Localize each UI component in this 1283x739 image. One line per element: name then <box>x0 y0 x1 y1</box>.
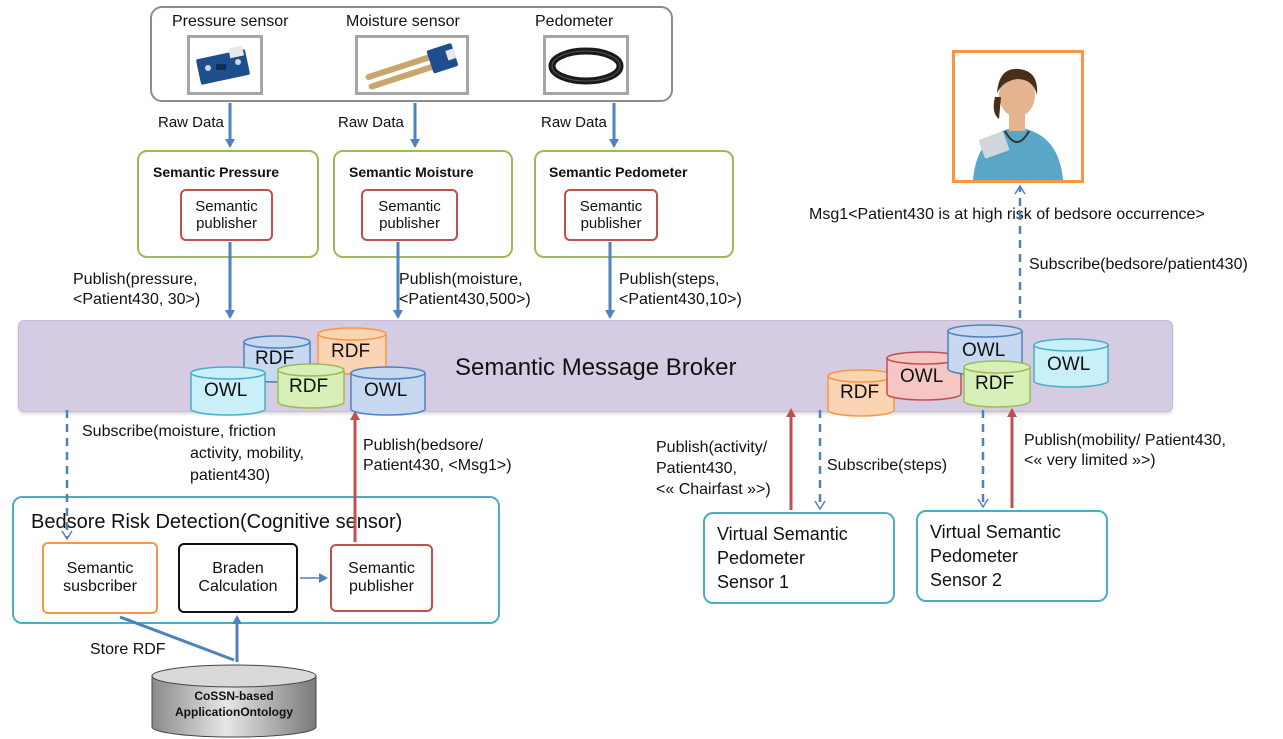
publish-moisture-line2: <Patient430,500>) <box>399 291 531 308</box>
rdf-label-2: RDF <box>331 341 371 362</box>
store-rdf-label: Store RDF <box>90 641 166 658</box>
raw-data-moisture: Raw Data <box>338 114 404 131</box>
doctor-image <box>952 50 1084 183</box>
doctor-message: Msg1<Patient430 is at high risk of bedso… <box>809 206 1205 223</box>
publish-bedsore-line1: Publish(bedsore/ <box>363 437 484 454</box>
subscribe-moisture-line3: patient430) <box>190 467 271 484</box>
publish-mobility-label: Publish(mobility/ Patient430, <« very li… <box>1024 431 1226 471</box>
publish-mobility-line1: Publish(mobility/ Patient430, <box>1024 432 1226 449</box>
publisher-line1: Semantic <box>378 198 441 215</box>
bedsore-module-title: Bedsore Risk Detection(Cognitive sensor) <box>31 511 403 533</box>
subscribe-moisture-label: Subscribe(moisture, friction <box>82 422 276 442</box>
owl-label-4: OWL <box>962 340 1006 361</box>
virtual-pedometer-sensor-1: Virtual Semantic Pedometer Sensor 1 <box>703 512 895 604</box>
doctor-icon <box>955 53 1081 180</box>
semantic-pressure-title: Semantic Pressure <box>153 164 280 180</box>
rdf-label-3: RDF <box>289 376 329 397</box>
publish-moisture-line1: Publish(moisture, <box>399 271 523 288</box>
publish-moisture-label: Publish(moisture, <Patient430,500>) <box>399 270 531 310</box>
raw-data-pressure: Raw Data <box>158 114 224 131</box>
raw-data-pedometer: Raw Data <box>541 114 607 131</box>
publish-mobility-line2: <« very limited »>) <box>1024 452 1156 469</box>
virtual2-line1: Virtual Semantic <box>930 522 1061 542</box>
semantic-pedometer-publisher: Semantic publisher <box>564 189 658 241</box>
subscriber-line2: susbcriber <box>63 578 137 595</box>
publish-pressure-line1: Publish(pressure, <box>73 271 198 288</box>
braden-line2: Calculation <box>198 578 278 595</box>
publisher-line1: Semantic <box>348 560 415 577</box>
ontology-line1: CoSSN-based <box>194 689 274 703</box>
semantic-publisher-box: Semantic publisher <box>330 544 433 612</box>
publish-activity-line3: <« Chairfast »>) <box>656 481 771 498</box>
wristband-icon <box>548 47 624 85</box>
subscribe-moisture-line2: activity, mobility, <box>190 445 305 462</box>
publisher-line1: Semantic <box>195 198 258 215</box>
rdf-label-5: RDF <box>975 373 1015 394</box>
pressure-sensor-image <box>187 35 263 95</box>
pedometer-label: Pedometer <box>535 13 614 30</box>
publisher-line2: publisher <box>379 215 440 232</box>
moisture-sensor-image <box>355 35 469 95</box>
publisher-line2: publisher <box>580 215 642 232</box>
rdf-label-4: RDF <box>840 382 880 403</box>
moisture-probe-icon <box>365 43 458 90</box>
virtual-pedometer-sensor-2: Virtual Semantic Pedometer Sensor 2 <box>916 510 1108 602</box>
publish-pressure-line2: <Patient430, 30>) <box>73 291 201 308</box>
publisher-line1: Semantic <box>579 198 643 215</box>
publish-steps-line1: Publish(steps, <box>619 271 720 288</box>
owl-label-5: OWL <box>1047 354 1091 375</box>
pedometer-image <box>543 35 629 95</box>
braden-line1: Braden <box>212 560 264 577</box>
virtual2-line3: Sensor 2 <box>930 570 1003 590</box>
broker-title: Semantic Message Broker <box>455 354 737 381</box>
subscriber-line1: Semantic <box>66 560 134 577</box>
semantic-pressure-publisher: Semantic publisher <box>180 189 273 241</box>
semantic-moisture-publisher: Semantic publisher <box>361 189 458 241</box>
subscribe-moisture-line1: Subscribe(moisture, friction <box>82 423 276 440</box>
pressure-board-icon <box>196 45 250 85</box>
virtual1-line3: Sensor 1 <box>717 572 790 592</box>
pressure-sensor-label: Pressure sensor <box>172 13 289 30</box>
publish-pressure-label: Publish(pressure, <Patient430, 30>) <box>73 270 200 310</box>
publish-activity-line1: Publish(activity/ <box>656 439 768 456</box>
virtual1-line1: Virtual Semantic <box>717 524 848 544</box>
owl-label-1: OWL <box>204 380 248 401</box>
publish-bedsore-line2: Patient430, <Msg1>) <box>363 457 512 474</box>
subscribe-bedsore-label: Subscribe(bedsore/patient430) <box>1029 256 1248 273</box>
ontology-line2: ApplicationOntology <box>175 705 293 719</box>
publish-steps-label: Publish(steps, <Patient430,10>) <box>619 270 742 310</box>
braden-calculation-box: Braden Calculation <box>178 543 298 613</box>
rdf-label-1: RDF <box>255 348 295 369</box>
owl-label-2: OWL <box>364 380 408 401</box>
publisher-line2: publisher <box>349 578 414 595</box>
ontology-label: CoSSN-based ApplicationOntology <box>152 688 316 720</box>
semantic-subscriber-box: Semantic susbcriber <box>42 542 158 614</box>
publish-bedsore-label: Publish(bedsore/ Patient430, <Msg1>) <box>363 436 512 476</box>
semantic-pedometer-title: Semantic Pedometer <box>549 164 688 180</box>
publish-activity-line2: Patient430, <box>656 460 737 477</box>
publish-activity-label: Publish(activity/ Patient430, <« Chairfa… <box>656 437 771 500</box>
subscribe-steps-label: Subscribe(steps) <box>827 457 948 474</box>
moisture-sensor-label: Moisture sensor <box>346 13 460 30</box>
publish-steps-line2: <Patient430,10>) <box>619 291 742 308</box>
virtual2-line2: Pedometer <box>930 546 1019 566</box>
owl-label-3: OWL <box>900 366 944 387</box>
virtual1-line2: Pedometer <box>717 548 806 568</box>
semantic-moisture-title: Semantic Moisture <box>349 164 474 180</box>
publisher-line2: publisher <box>196 215 257 232</box>
